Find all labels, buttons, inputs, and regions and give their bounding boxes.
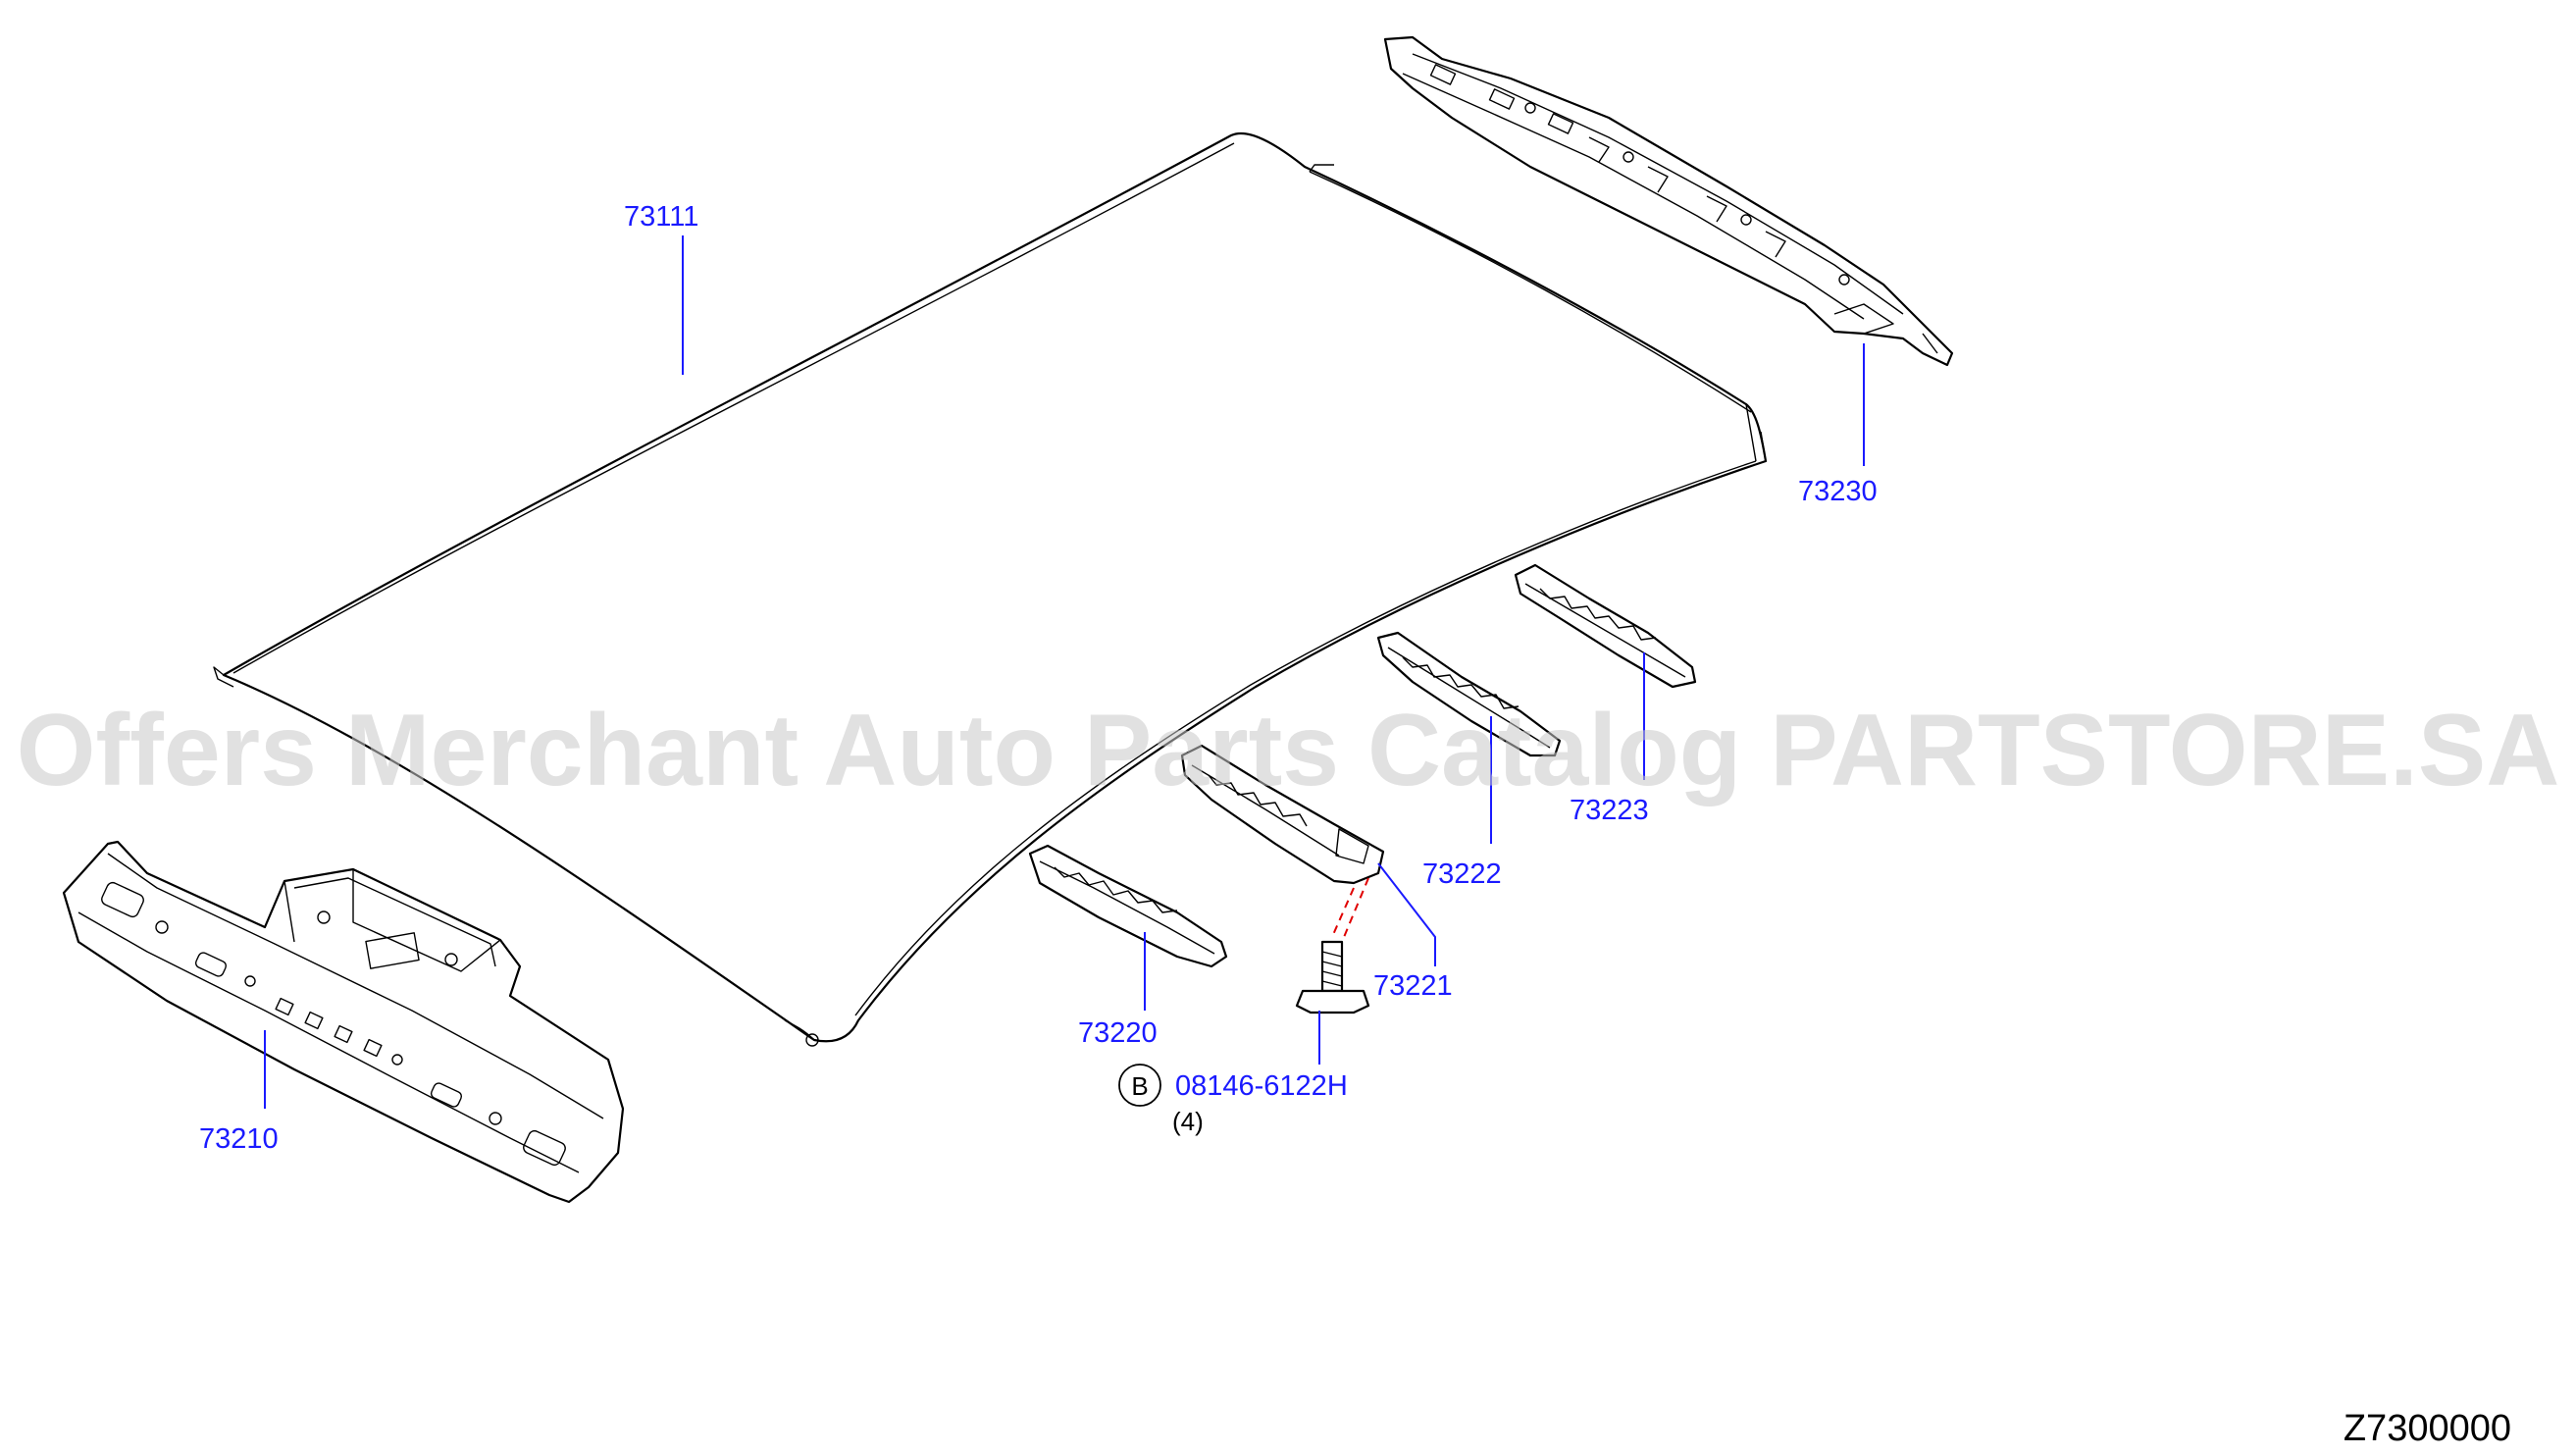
- bolt-marker-letter: B: [1131, 1071, 1148, 1101]
- watermark: Offers Merchant Auto Parts Catalog PARTS…: [17, 694, 2560, 807]
- bolt-callout[interactable]: B 08146-6122H (4): [1118, 1064, 1348, 1136]
- front-header-drawing[interactable]: [62, 840, 625, 1204]
- part-label-73220[interactable]: 73220: [1078, 1017, 1158, 1049]
- part-label-73230[interactable]: 73230: [1798, 476, 1878, 507]
- diagram-code: Z7300000: [2344, 1408, 2511, 1449]
- roof-bow-73222-drawing[interactable]: [1376, 631, 1562, 757]
- bolt-quantity: (4): [1172, 1107, 1204, 1136]
- roof-bow-73221-drawing[interactable]: [1180, 744, 1385, 885]
- bolt-marker-circle: [1118, 1064, 1161, 1107]
- part-label-73222[interactable]: 73222: [1422, 858, 1502, 890]
- part-label-73221[interactable]: 73221: [1373, 970, 1453, 1002]
- rear-header-drawing[interactable]: [1383, 35, 1954, 367]
- part-label-73210[interactable]: 73210: [199, 1123, 279, 1155]
- part-label-73223[interactable]: 73223: [1570, 795, 1649, 826]
- roof-bow-73223-drawing[interactable]: [1514, 563, 1697, 689]
- bolt-part-number[interactable]: 08146-6122H: [1175, 1070, 1348, 1102]
- leader-73221: [1377, 862, 1436, 966]
- roof-panel-drawing[interactable]: [213, 131, 1768, 1047]
- bolt-drawing[interactable]: [1295, 877, 1370, 1014]
- part-label-73111[interactable]: 73111: [624, 201, 698, 233]
- leader-lines: [264, 235, 1865, 1109]
- roof-bow-73220-drawing[interactable]: [1028, 844, 1228, 968]
